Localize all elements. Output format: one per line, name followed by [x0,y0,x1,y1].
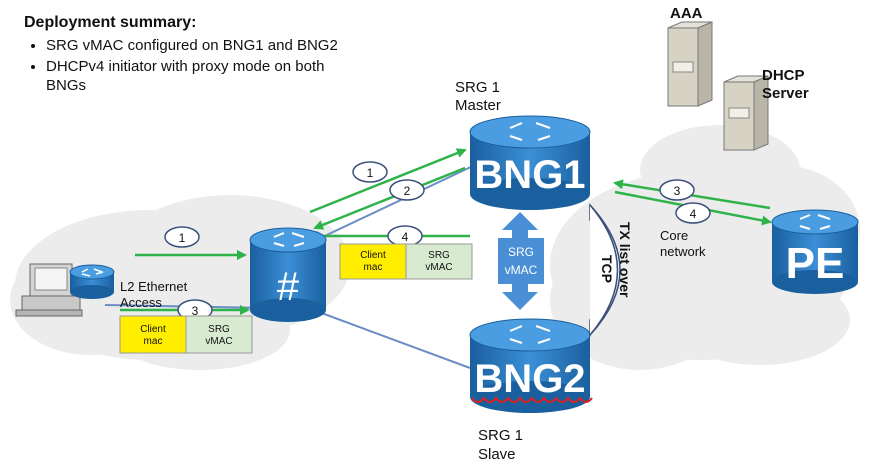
dhcp-label-line2: Server [762,85,809,102]
bng-packet-client-box [339,243,407,280]
tcp-label-line2: TCP [599,255,615,283]
access-packet-srg-line1: SRG [208,324,230,335]
bng1-srg-line2: Master [455,97,501,114]
bng-packet-srg-box [405,243,473,280]
aaa-server-icon [667,21,713,107]
step-3-core-oval: 3 [659,179,695,201]
step-4-bng-label: 4 [402,230,409,244]
bng-packet: Client mac SRG vMAC [339,243,473,280]
dhcp-label-line1: DHCP [762,67,805,84]
tcp-label-line1: TX list over [617,222,633,298]
access-label-line1: L2 Ethernet [120,279,188,294]
bng2-label: BNG2 [474,357,585,401]
access-packet: Client mac SRG vMAC [119,315,253,354]
summary-bullet: DHCPv4 initiator with proxy mode on both… [46,57,364,95]
core-label-line2: network [660,244,706,259]
step-2-label: 2 [404,184,411,198]
bng1-label: BNG1 [474,153,585,197]
step-4-bng-oval: 4 [387,225,423,247]
bng-packet-client-line1: Client [360,250,386,261]
access-label-line2: Access [120,295,162,310]
bng-packet-srg-line2: vMAC [425,262,452,273]
access-packet-client-line2: mac [144,336,163,347]
bng-packet-srg-line1: SRG [428,250,450,261]
arrow-step2-to-switch [313,166,466,230]
bng2-router-icon: BNG2 [469,318,593,413]
bng-packet-client-line2: mac [364,262,383,273]
l2-switch-icon: # [249,227,327,322]
deployment-summary: Deployment summary: SRG vMAC configured … [24,14,364,97]
message-arrows [120,148,772,315]
access-packet-client-box [119,315,187,354]
access-packet-client-line1: Client [140,324,166,335]
arrow-step4-to-bng1 [613,179,771,210]
core-label-line1: Core [660,228,688,243]
step-3-core-label: 3 [674,184,681,198]
aaa-label: AAA [670,5,703,22]
dhcp-server-icon [723,75,769,151]
access-packet-srg-line2: vMAC [205,336,232,347]
tcp-channel: TX list over TCP [589,203,633,337]
client-pc-icon [15,263,83,317]
pe-label: PE [786,239,845,288]
arrow-step1-to-bng1 [309,148,467,214]
bng1-srg-line1: SRG 1 [455,79,500,96]
step-1-access-oval: 1 [164,226,200,248]
step-1-access-label: 1 [179,231,186,245]
svg-text:#: # [277,265,300,309]
srg-vmac-line1: SRG [508,245,534,259]
srg-vmac-arrow: SRG vMAC [498,212,544,310]
step-3-access-label: 3 [192,304,199,318]
step-1-bng-oval: 1 [352,161,388,183]
access-packet-srg-box [185,315,253,354]
step-4-core-oval: 4 [675,202,711,224]
bng1-router-icon: BNG1 [469,115,591,210]
access-router-icon [69,264,115,299]
step-4-core-label: 4 [690,207,697,221]
pe-router-icon: PE [771,209,859,294]
step-2-oval: 2 [389,179,425,201]
summary-title: Deployment summary: [24,14,197,31]
summary-list: SRG vMAC configured on BNG1 and BNG2 DHC… [24,36,364,95]
step-1-bng-label: 1 [367,166,374,180]
bng2-srg-line2: Slave [478,446,516,463]
srg-vmac-line2: vMAC [505,263,538,277]
summary-bullet: SRG vMAC configured on BNG1 and BNG2 [46,36,364,55]
link-switch-bng2 [299,304,471,369]
bng2-srg-line1: SRG 1 [478,427,523,444]
